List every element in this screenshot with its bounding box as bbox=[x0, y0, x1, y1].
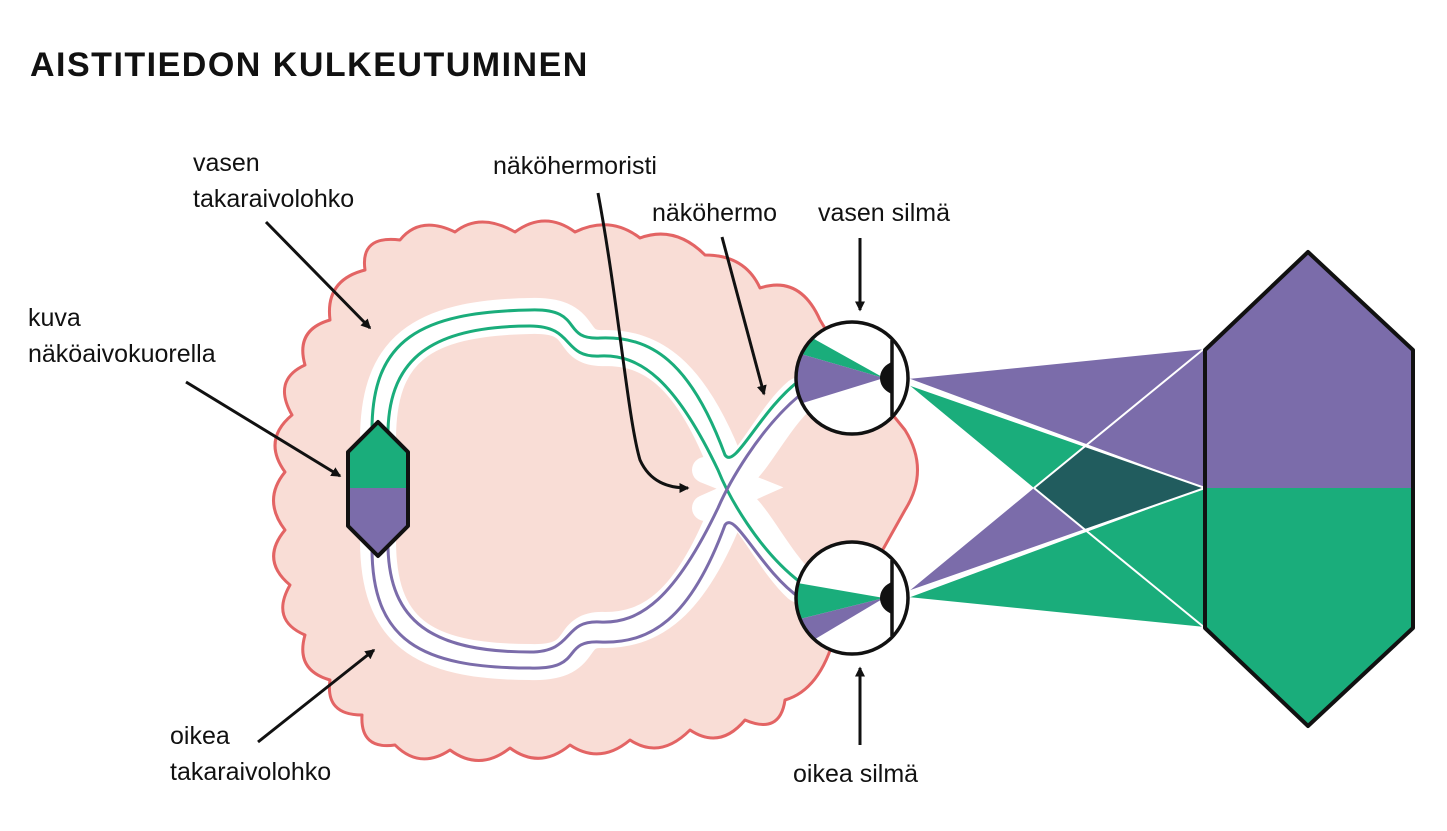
cortex-image-outline bbox=[346, 420, 410, 558]
object-outline bbox=[1203, 250, 1415, 728]
object-bottom bbox=[1205, 488, 1413, 726]
purple-fibre-inner bbox=[386, 393, 802, 654]
left-eye-ray-upper-purple bbox=[908, 348, 1205, 488]
arrow-icon-right-lobe bbox=[257, 648, 376, 744]
arrow-icon-cortex-image bbox=[185, 380, 342, 478]
binocular-overlap bbox=[1034, 446, 1205, 530]
arrow-icon-left-lobe bbox=[264, 220, 372, 330]
viewed-object bbox=[1203, 250, 1415, 728]
purple-fibre-outer bbox=[370, 521, 802, 670]
left-eye-icon bbox=[794, 320, 910, 436]
label-optic-nerve: näköhermo bbox=[652, 199, 778, 227]
label-left-lobe: vasen takaraivolohko bbox=[193, 149, 355, 213]
label-cortex-image: kuva näköaivokuorella bbox=[28, 304, 216, 368]
cortex-image bbox=[346, 420, 410, 558]
arrows bbox=[185, 192, 865, 745]
green-fibre-inner bbox=[386, 324, 802, 584]
page-title: AISTITIEDON KULKEUTUMINEN bbox=[30, 46, 589, 84]
arrow-icon-chiasm bbox=[596, 192, 690, 493]
label-right-lobe: oikea takaraivolohko bbox=[170, 722, 332, 786]
green-fibre-outer bbox=[370, 308, 802, 459]
nerve-fibres bbox=[370, 308, 802, 670]
label-right-eye: oikea silmä bbox=[793, 760, 919, 788]
brain-outline bbox=[272, 219, 919, 762]
visual-field-rays bbox=[907, 347, 1206, 629]
label-chiasm: näköhermoristi bbox=[493, 152, 657, 180]
arrow-icon-optic-nerve bbox=[720, 236, 767, 396]
object-top bbox=[1205, 252, 1413, 488]
right-eye-ray-lower-green bbox=[908, 488, 1205, 628]
label-left-eye: vasen silmä bbox=[818, 199, 950, 227]
